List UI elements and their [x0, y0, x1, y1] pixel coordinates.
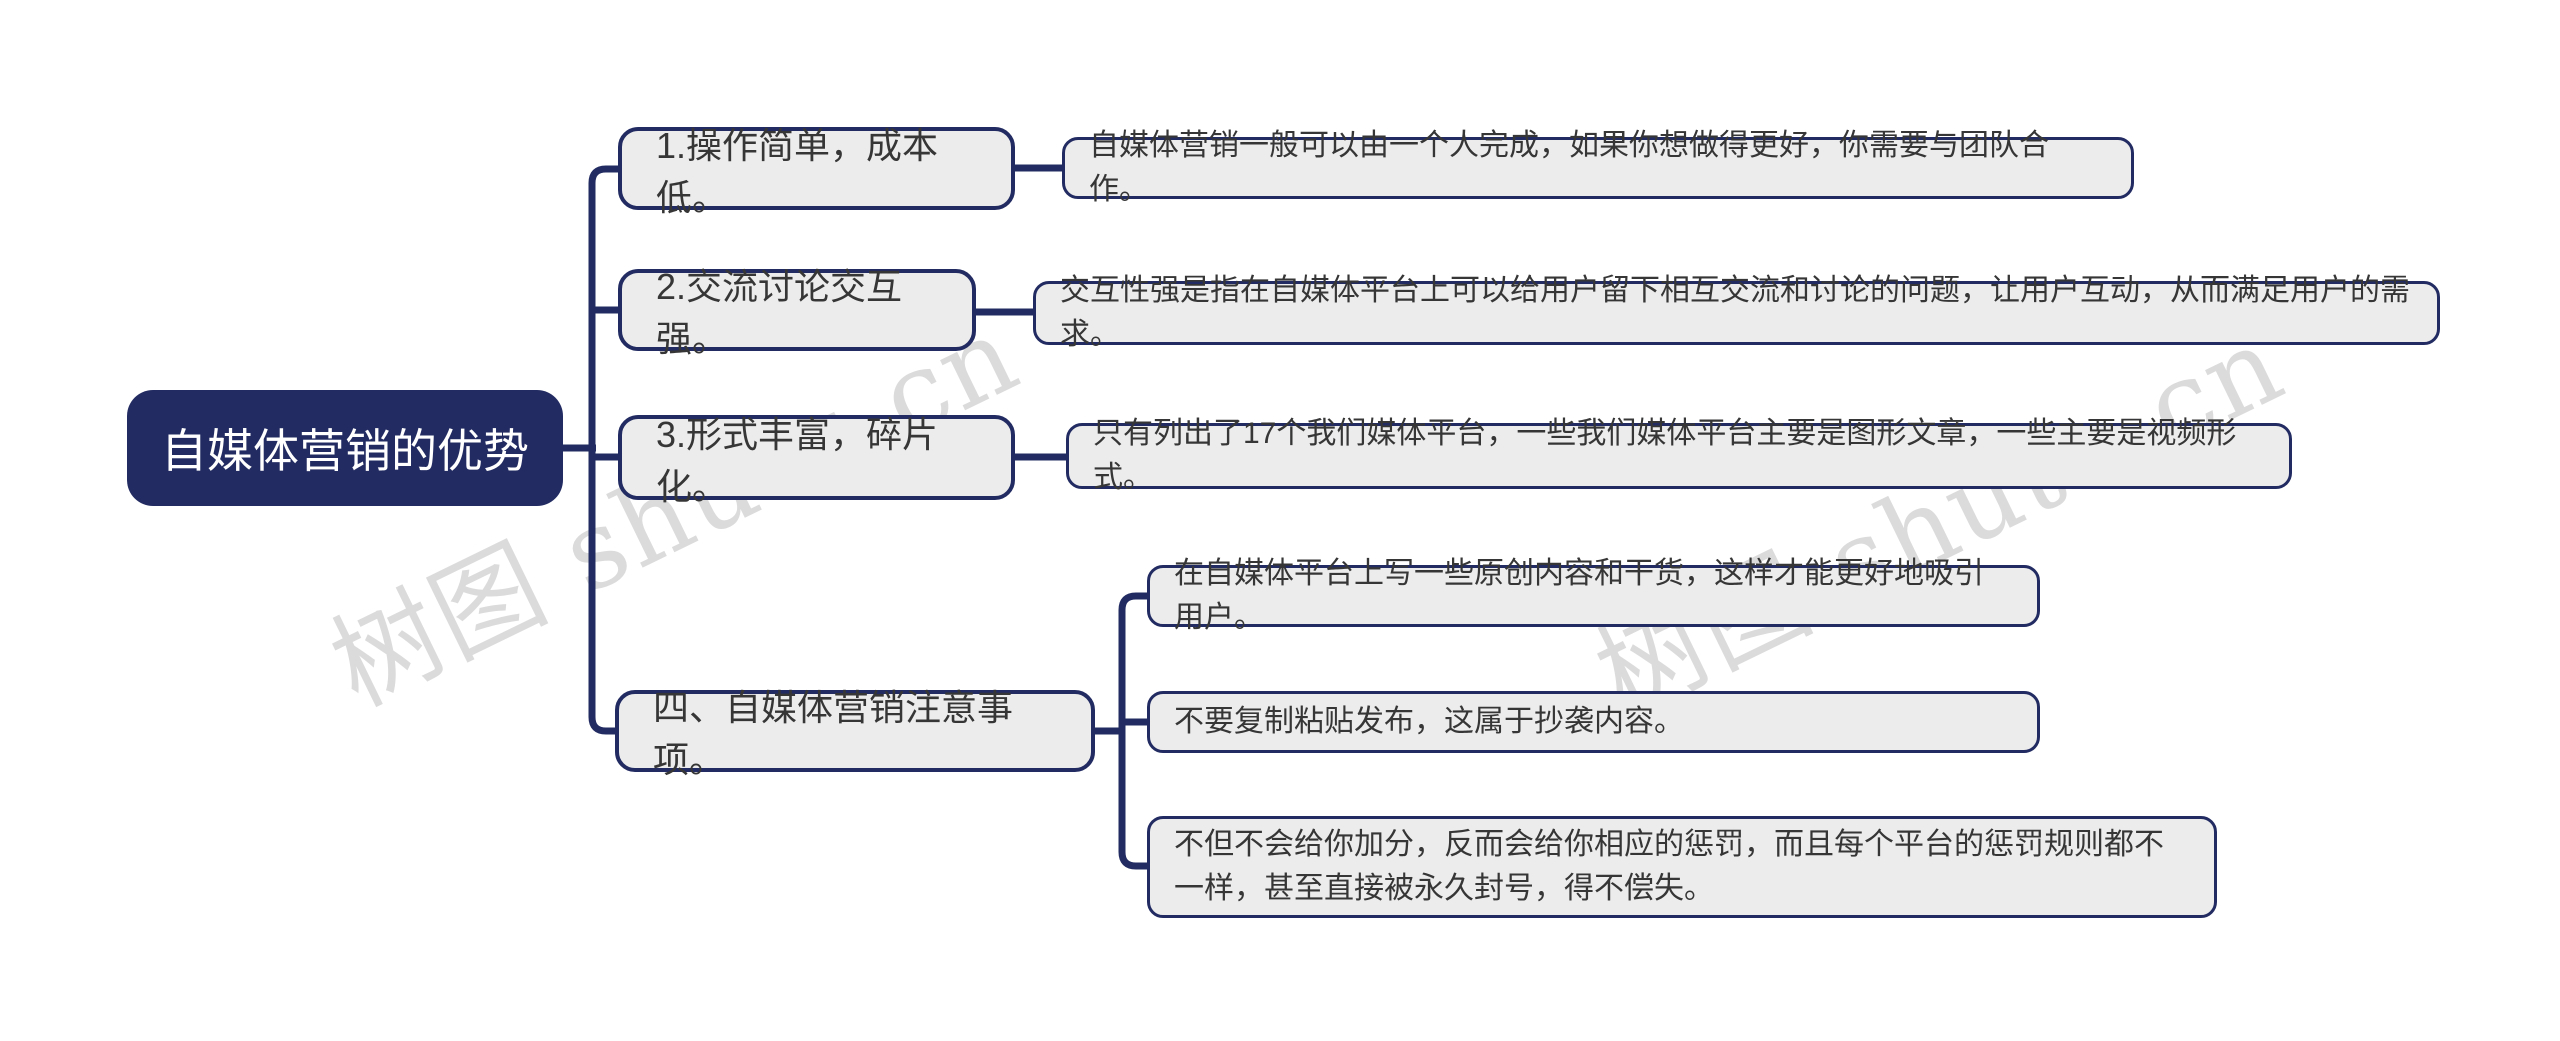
- root-node-label: 自媒体营销的优势: [161, 425, 529, 477]
- branch-node-2[interactable]: 2.交流讨论交互强。: [618, 266, 976, 359]
- detail-node-1-1[interactable]: 自媒体营销一般可以由一个人完成，如果你想做得更好，你需要与团队合作。: [1062, 129, 2134, 206]
- detail-node-1-1-text: 自媒体营销一般可以由一个人完成，如果你想做得更好，你需要与团队合作。: [1089, 129, 2049, 206]
- detail-node-4-3-text: 不但不会给你加分，反而会给你相应的惩罚，而且每个平台的惩罚规则都不一样，甚至直接…: [1174, 828, 2164, 905]
- detail-node-4-2-text: 不要复制粘贴发布，这属于抄袭内容。: [1174, 705, 1684, 738]
- detail-node-2-1-text: 交互性强是指在自媒体平台上可以给用户留下相互交流和讨论的问题，让用户互动，从而满…: [1060, 274, 2410, 351]
- detail-node-3-1-text: 只有列出了17个我们媒体平台，一些我们媒体平台主要是图形文章，一些主要是视频形式…: [1093, 417, 2237, 494]
- detail-node-2-1[interactable]: 交互性强是指在自媒体平台上可以给用户留下相互交流和讨论的问题，让用户互动，从而满…: [1033, 274, 2440, 351]
- branch-node-4-label: 四、自媒体营销注意事项。: [653, 687, 1014, 780]
- detail-node-4-1[interactable]: 在自媒体平台上写一些原创内容和干货，这样才能更好地吸引用户。: [1147, 557, 2040, 634]
- detail-node-4-1-text: 在自媒体平台上写一些原创内容和干货，这样才能更好地吸引用户。: [1174, 557, 1984, 634]
- branch-node-3[interactable]: 3.形式丰富，碎片化。: [618, 414, 1015, 507]
- detail-node-3-1[interactable]: 只有列出了17个我们媒体平台，一些我们媒体平台主要是图形文章，一些主要是视频形式…: [1066, 417, 2292, 494]
- branch-node-2-label: 2.交流讨论交互强。: [656, 266, 903, 359]
- branch-node-4[interactable]: 四、自媒体营销注意事项。: [615, 687, 1095, 780]
- connector-trunk-main: [588, 165, 618, 735]
- detail-node-4-3[interactable]: 不但不会给你加分，反而会给你相应的惩罚，而且每个平台的惩罚规则都不一样，甚至直接…: [1147, 816, 2217, 918]
- root-node[interactable]: 自媒体营销的优势: [127, 390, 563, 506]
- branch-node-3-label: 3.形式丰富，碎片化。: [656, 413, 939, 507]
- connector-trunk-branch4: [1118, 592, 1147, 870]
- branch-node-1[interactable]: 1.操作简单，成本低。: [618, 125, 1015, 218]
- branch-node-1-label: 1.操作简单，成本低。: [656, 124, 939, 218]
- detail-node-4-2[interactable]: 不要复制粘贴发布，这属于抄袭内容。: [1147, 691, 2040, 753]
